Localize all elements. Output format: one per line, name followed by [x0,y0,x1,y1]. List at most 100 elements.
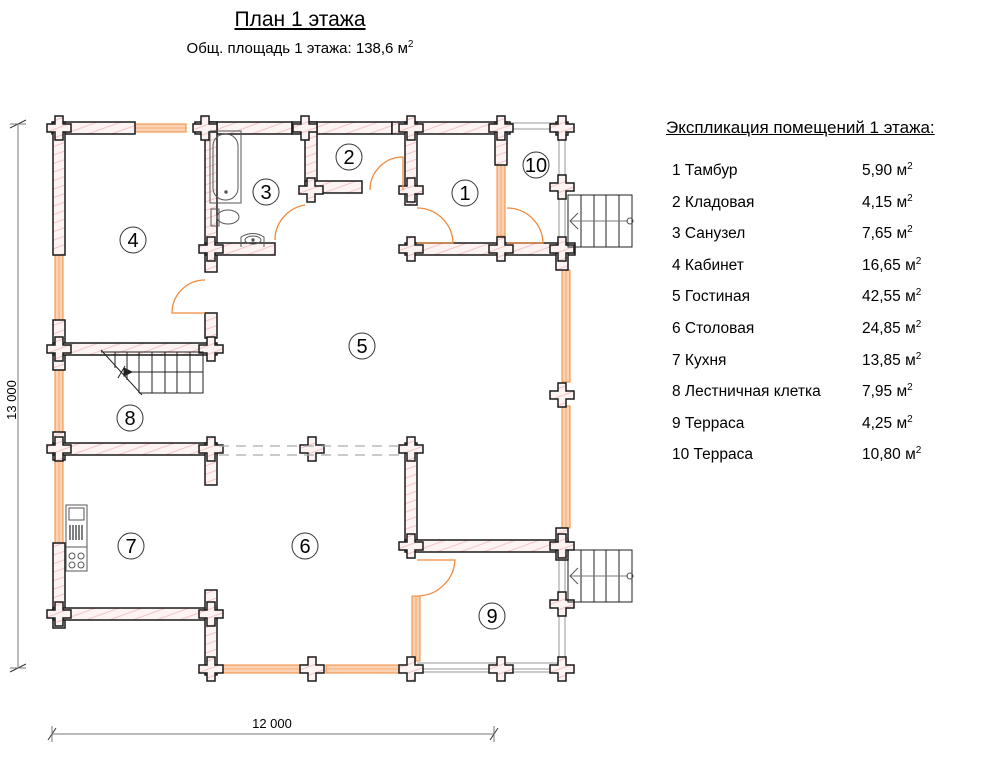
walls [46,115,576,682]
room-marker-10: 10 [522,151,550,179]
log-post [46,601,72,627]
legend-row: 10 Терраса 10,80 м2 [666,446,996,478]
log-post [398,436,424,462]
svg-text:5: 5 [356,336,367,358]
log-post [198,601,224,627]
log-post [549,382,575,408]
svg-text:2: 2 [343,147,354,169]
room-name: 2 Кладовая [672,193,755,211]
room-name: 1 Тамбур [672,162,738,179]
svg-text:9: 9 [486,606,497,628]
log-post [292,115,318,141]
door-swing [506,207,544,244]
room-name: 8 Лестничная клетка [672,383,821,401]
wall-segment [52,342,218,356]
entrance-steps-top [567,194,634,248]
washbasin [240,233,265,247]
window [561,269,571,383]
room-area: 10,80 м2 [862,445,922,464]
room-markers: 1 2 3 4 5 6 7 8 9 10 [116,143,550,630]
windows [54,123,571,674]
legend-row: 5 Гостиная 42,55 м2 [666,288,996,320]
legend-row: 7 Кухня 13,85 м2 [666,350,996,384]
legend-row: 4 Кабинет 16,65 м2 [666,255,996,289]
log-post [198,656,224,682]
log-post [549,656,575,682]
room-marker-1: 1 [451,179,479,207]
log-post [46,115,72,141]
legend-title: Экспликация помещений 1 этажа: [666,118,935,137]
room-name: 4 Кабинет [672,256,744,274]
legend-row: 9 Терраса 4,25 м2 [666,413,996,447]
legend-row: 6 Столовая 24,85 м2 [666,318,996,352]
log-post [198,336,224,362]
door-swing [416,559,456,597]
room-marker-3: 3 [252,178,280,206]
room-name: 5 Гостиная [672,288,750,306]
door-swing [171,279,206,314]
width-dimension-label: 12 000 [252,716,292,731]
window [325,664,406,674]
room-legend: Экспликация помещений 1 этажа: 1 Тамбур 5… [666,118,996,478]
room-marker-9: 9 [478,602,506,630]
svg-text:7: 7 [125,536,136,558]
wall-segment [52,442,218,456]
log-post [549,533,575,559]
room-area: 16,65 м2 [862,255,922,274]
log-post [198,436,224,462]
wall-segment [404,539,569,553]
room-area: 4,25 м2 [862,413,913,432]
window [561,405,571,529]
door-swing [416,207,454,244]
room-marker-7: 7 [117,532,145,560]
toilet [210,208,240,227]
log-post [549,236,575,262]
legend-row: 2 Кладовая 4,15 м2 [666,192,996,226]
room-name: 6 Столовая [672,319,755,337]
window [54,254,64,321]
room-marker-2: 2 [335,143,363,171]
room-name: 3 Санузел [672,225,746,243]
log-post [398,656,424,682]
wall-segment [52,121,66,256]
window [411,595,421,662]
log-post [549,174,575,200]
log-post [299,436,325,462]
room-name: 10 Терраса [672,446,753,464]
room-area: 42,55 м2 [862,287,922,306]
room-name: 9 Терраса [672,414,745,432]
terrace-rails [417,122,567,673]
legend-list: 1 Тамбур 5,90 м2 2 Кладовая 4,15 м2 3 Санузе… [666,162,996,478]
room-area: 5,90 м2 [862,161,913,180]
log-post [398,115,424,141]
log-post [46,436,72,462]
dimension-vertical: 13 000 [4,119,27,673]
window [220,664,306,674]
window [54,369,64,433]
room-area: 7,95 м2 [862,382,913,401]
doors [171,156,544,597]
room-area: 13,85 м2 [862,350,922,369]
room-marker-4: 4 [119,226,147,254]
stove [65,546,88,572]
room-name: 7 Кухня [672,351,727,369]
room-marker-8: 8 [116,404,144,432]
room-marker-5: 5 [348,332,376,360]
window [54,459,64,544]
door-swing [369,156,404,191]
log-post [198,236,224,262]
svg-text:1: 1 [459,183,470,205]
room-area: 4,15 м2 [862,192,913,211]
room-area: 24,85 м2 [862,318,922,337]
bathtub [209,130,242,204]
plan-title: План 1 этажа [234,8,366,31]
log-post [398,533,424,559]
beam-dashed-line [219,445,406,456]
height-dimension-label: 13 000 [4,380,19,420]
log-post [46,336,72,362]
svg-text:6: 6 [299,536,310,558]
log-post [398,236,424,262]
window [134,123,187,133]
